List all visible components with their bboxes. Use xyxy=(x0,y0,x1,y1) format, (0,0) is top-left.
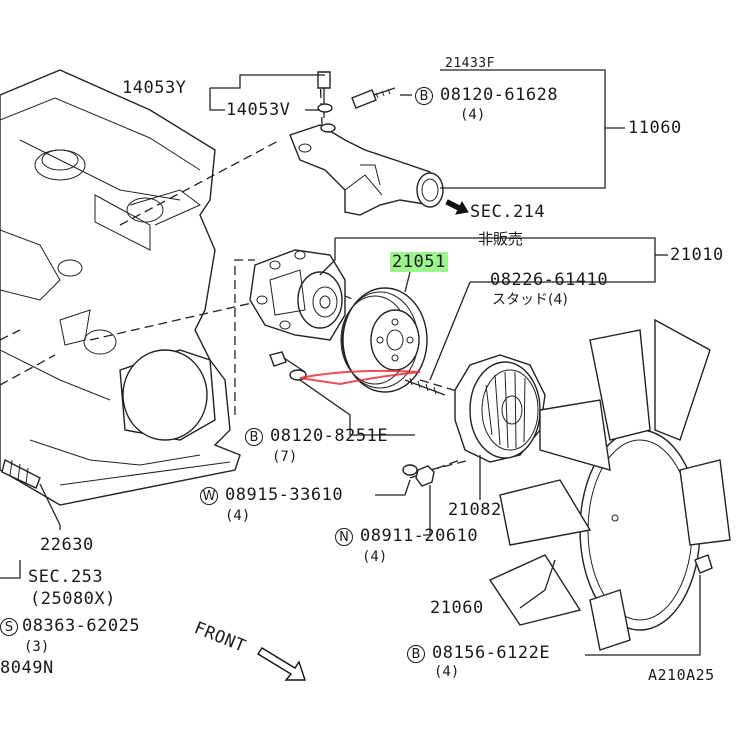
highlight-21051: 21051 xyxy=(390,252,448,272)
label-not-sold: 非販売 xyxy=(478,230,524,248)
qty-08120-61628: (4) xyxy=(460,107,486,123)
label-sec253: SEC.253 xyxy=(28,567,104,587)
prefix-b-icon: B xyxy=(415,87,433,105)
diagram-code: A210A25 xyxy=(648,666,715,684)
prefix-w-icon: W xyxy=(200,487,218,505)
label-21060: 21060 xyxy=(430,598,484,618)
engine-block-illustration xyxy=(0,69,241,526)
watermark-logo xyxy=(299,369,421,386)
water-pump-illustration xyxy=(249,249,346,341)
label-14053y: 14053Y xyxy=(122,78,187,98)
sec214-arrow-icon xyxy=(445,199,469,215)
label-21051: 21051 xyxy=(390,252,448,272)
qty-08120-8251e: (7) xyxy=(272,449,298,465)
pulley-illustration xyxy=(340,287,428,393)
fan-clutch-illustration xyxy=(454,354,546,463)
label-08156-6122e: 08156-6122E xyxy=(432,643,551,663)
water-outlet-illustration xyxy=(289,71,444,216)
prefix-s-icon: S xyxy=(0,618,18,636)
label-8049n: 8049N xyxy=(0,658,54,678)
qty-08915-33610: (4) xyxy=(225,508,251,524)
qty-08911-20610: (4) xyxy=(362,549,388,565)
label-25080x: (25080X) xyxy=(30,589,116,609)
label-sec214: SEC.214 xyxy=(470,202,546,222)
label-08363-62025: 08363-62025 xyxy=(22,616,141,636)
qty-08363-62025: (3) xyxy=(24,639,50,655)
label-08120-61628: 08120-61628 xyxy=(440,85,559,105)
label-21010: 21010 xyxy=(670,245,724,265)
label-11060: 11060 xyxy=(628,118,682,138)
label-08915-33610: 08915-33610 xyxy=(225,485,344,505)
label-08226-61410: 08226-61410 xyxy=(490,270,609,290)
qty-08156-6122e: (4) xyxy=(434,664,460,680)
label-21082: 21082 xyxy=(448,500,502,520)
label-cut-top: 21433F xyxy=(445,56,495,71)
prefix-b-icon: B xyxy=(245,428,263,446)
stud-illustration xyxy=(404,377,446,396)
label-14053v: 14053V xyxy=(226,100,291,120)
prefix-n-icon: N xyxy=(335,528,353,546)
nut-illustration xyxy=(415,465,435,487)
label-08911-20610: 08911-20610 xyxy=(360,526,479,546)
fan-illustration xyxy=(488,318,731,651)
pump-bolt-illustration xyxy=(269,351,307,381)
label-22630: 22630 xyxy=(40,535,94,555)
front-arrow-icon xyxy=(257,647,306,681)
washer-illustration xyxy=(402,464,418,476)
label-stud-qty: スタッド(4) xyxy=(492,292,568,308)
label-08120-8251e: 08120-8251E xyxy=(270,426,389,446)
prefix-b-icon: B xyxy=(407,645,425,663)
